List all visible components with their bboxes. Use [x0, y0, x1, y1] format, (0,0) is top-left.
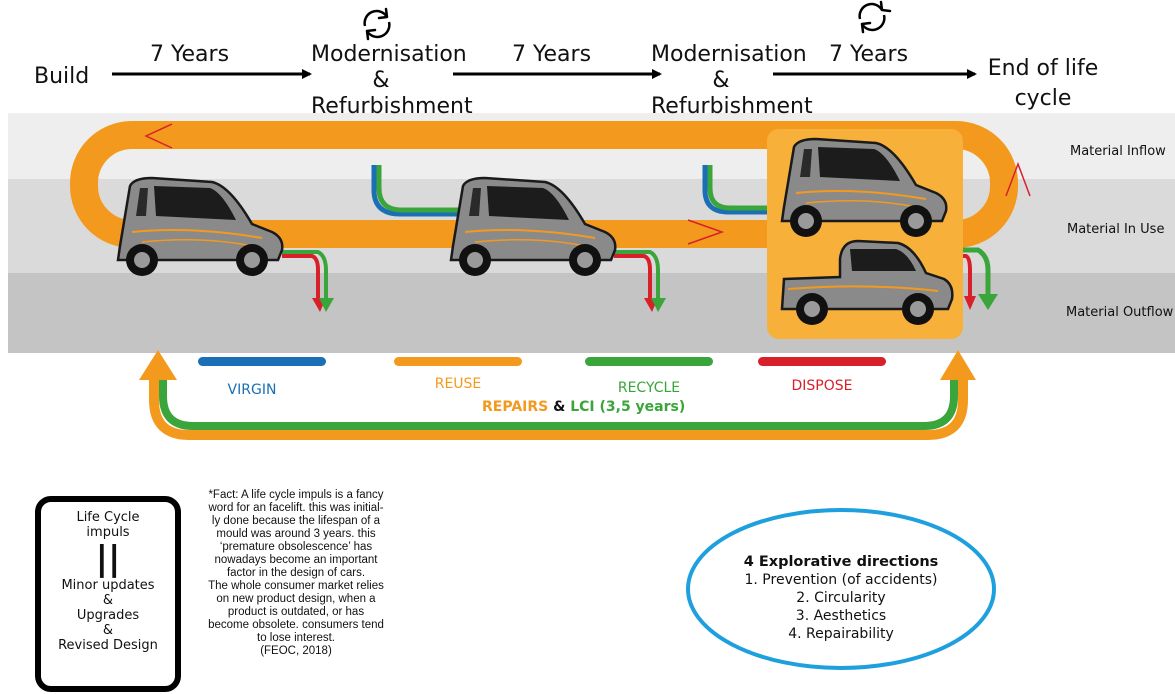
outflow-arrow [282, 250, 334, 312]
directions-list: 4 Explorative directions 1. Prevention (… [721, 553, 961, 643]
legend-bar-virgin [198, 357, 326, 366]
legend-bar-recycle [585, 357, 713, 366]
refresh-icon [858, 0, 892, 34]
lc-equals: || [95, 539, 121, 579]
lc-amp-2: & [102, 623, 114, 638]
phase-2-line-1: Modernisation [651, 42, 807, 67]
direction-item: 3. Aesthetics [795, 608, 887, 624]
car-build [116, 176, 284, 278]
end-line-1: End of life [987, 56, 1099, 81]
directions-ellipse [686, 508, 996, 670]
timeline-end: End of life cycle [978, 54, 1108, 114]
loop-chevron [1005, 161, 1031, 197]
lc-line-1: Life Cycle [76, 510, 140, 525]
repairs-loop-orange [149, 376, 968, 440]
band-outflow [8, 273, 1175, 353]
legend-label-recycle: RECYCLE [617, 380, 681, 396]
band-label-in-use: Material In Use [1067, 222, 1165, 237]
timeline-phase-2: Modernisation & Refurbishment [651, 42, 813, 120]
timeline-interval-1: 7 Years [150, 42, 230, 67]
loop-chevron [144, 123, 173, 149]
outflow-arrow [614, 250, 666, 312]
life-cycle-box: Life Cycle impuls || Minor updates & Upg… [35, 496, 181, 692]
fact-text: *Fact: A life cycle impuls is a fancy wo… [208, 489, 384, 657]
loop-chevron [687, 219, 725, 245]
band-label-inflow: Material Inflow [1070, 144, 1166, 159]
car-refurbished [449, 176, 617, 278]
timeline-build: Build [34, 64, 90, 89]
inflow-curve [376, 165, 460, 213]
inflow-curve [371, 165, 460, 217]
legend-label-dispose: DISPOSE [791, 378, 853, 394]
timeline-interval-2: 7 Years [512, 42, 592, 67]
outflow-arrow [963, 247, 998, 310]
repairs-loop-green [159, 376, 958, 430]
repairs-arrowhead [139, 350, 177, 380]
phase-2-line-3: Refurbishment [651, 94, 813, 119]
inflow-curve [702, 165, 780, 215]
repairs-arrowhead [940, 350, 976, 380]
direction-item: 4. Repairability [788, 626, 894, 642]
band-label-outflow: Material Outflow [1066, 305, 1174, 320]
phase-1-line-1: Modernisation [311, 42, 467, 67]
lc-line-3: Minor updates [61, 578, 155, 593]
repairs-amp: & [553, 399, 566, 415]
direction-item: 2. Circularity [796, 590, 886, 606]
phase-1-line-3: Refurbishment [311, 94, 473, 119]
phase-2-line-2: & [712, 68, 730, 93]
lc-line-2: impuls [86, 525, 130, 540]
end-line-2: cycle [1014, 86, 1072, 111]
phase-1-line-2: & [372, 68, 390, 93]
refresh-icon [363, 7, 391, 41]
repairs-label: REPAIRS & LCI (3,5 years) [482, 399, 685, 415]
timeline-interval-3: 7 Years [829, 42, 909, 67]
legend-label-reuse: REUSE [434, 376, 482, 392]
lc-amp-1: & [102, 593, 114, 608]
legend-label-virgin: VIRGIN [227, 382, 277, 398]
inflow-curve [707, 165, 780, 211]
timeline-phase-1: Modernisation & Refurbishment [311, 42, 473, 120]
directions-title: 4 Explorative directions [743, 554, 939, 570]
lci-text: LCI (3,5 years) [570, 399, 686, 415]
legend-bar-reuse [394, 357, 522, 366]
repairs-text: REPAIRS [482, 399, 549, 415]
lc-line-4: Upgrades [76, 608, 140, 623]
lc-line-5: Revised Design [58, 638, 158, 653]
legend-bar-dispose [758, 357, 886, 366]
direction-item: 1. Prevention (of accidents) [744, 572, 938, 588]
